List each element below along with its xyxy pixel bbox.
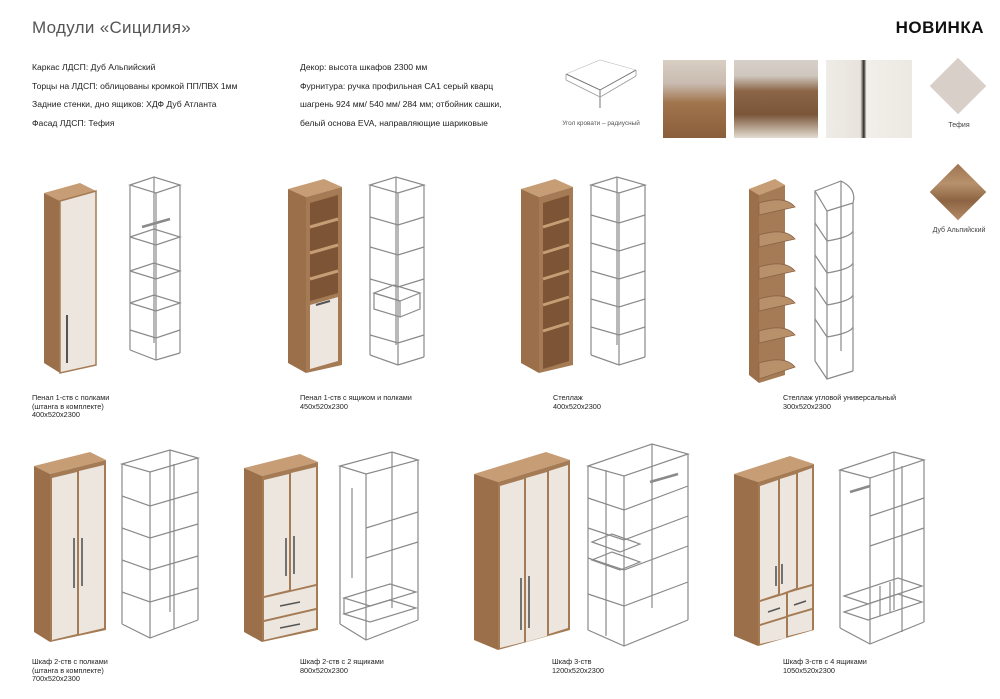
module-size: 400x520x2300 [553,401,601,411]
module-penal-shelves [30,175,210,385]
handle-photo [826,60,912,138]
module-wardrobe-3-drawers [730,446,930,656]
swatch-tefia [929,57,988,116]
module-size: 400x520x2300 [32,410,80,420]
spec-line: Торцы на ЛДСП: облицованы кромкой ПП/ПВХ… [32,80,238,91]
module-name: Пенал 1-ств с ящиком и полками [300,393,412,402]
specs-right: Декор: высота шкафов 2300 мм Фурнитура: … [300,58,515,132]
corner-caption: Угол кровати – радиусный [562,120,640,127]
spec-line: Задние стенки, дно ящиков: ХДФ Дуб Атлан… [32,99,217,109]
module-size: 1050x520x2300 [783,665,835,675]
module-caption: Пенал 1-ств с ящиком и полками 450x520x2… [300,393,412,411]
module-name: Стеллаж угловой универсальный [783,393,897,402]
module-caption: Стеллаж угловой универсальный 300x520x23… [783,393,897,411]
spec-line: Фасад ЛДСП: Тефия [32,117,115,128]
module-size: 700x520x2300 [32,674,80,684]
module-penal-drawer [280,175,460,385]
page-title: Модули «Сицилия» [32,18,191,37]
new-badge: НОВИНКА [895,18,984,37]
module-corner-shelving [745,175,875,395]
module-size: 1200x520x2300 [552,665,604,675]
wardrobe-2-drawers-render-icon [244,451,421,642]
module-name: Шкаф 2-ств с полками (штанга в комплекте… [32,657,108,675]
swatch-label: Тефия [948,122,970,129]
module-wardrobe-3 [470,438,700,658]
module-size: 450x520x2300 [300,401,348,411]
module-size: 800x520x2300 [300,665,348,675]
module-name: Стеллаж [553,393,583,402]
corner-shelving-render-icon [749,179,855,383]
wardrobe-3-render-icon [474,443,691,650]
shelving-render-icon [521,176,648,373]
radius-edge-photo [734,60,818,138]
module-caption: Шкаф 3-ств 1200x520x2300 [552,657,604,675]
module-caption: Шкаф 2-ств с 2 ящиками 800x520x2300 [300,657,384,675]
corner-diagram-icon [565,59,637,108]
module-name: Шкаф 3-ств с 4 ящиками [783,657,867,666]
module-wardrobe-2-shelves [30,448,210,653]
penal-render-icon [44,176,182,374]
swatch-oak-alpine [929,163,988,222]
module-size: 300x520x2300 [783,401,831,411]
module-name: Шкаф 2-ств с 2 ящиками [300,657,384,666]
module-caption: Шкаф 3-ств с 4 ящиками 1050x520x2300 [783,657,867,675]
bed-photo [663,60,726,138]
module-name: Шкаф 3-ств [552,657,592,666]
spec-line: Фурнитура: ручка профильная СА1 серый кв… [300,80,502,128]
spec-line: Декор: высота шкафов 2300 мм [300,62,428,72]
penal-drawer-render-icon [288,176,427,373]
wardrobe-2-render-icon [34,449,201,642]
swatch-label: Дуб Альпийский [932,227,986,234]
corner-radius-thumbnail: Угол кровати – радиусный [560,59,642,138]
module-name: Пенал 1-ств с полками (штанга в комплект… [32,393,110,411]
spec-line: Каркас ЛДСП: Дуб Альпийский [32,62,156,72]
module-wardrobe-2-drawers [240,448,430,653]
wardrobe-3-drawers-render-icon [734,451,927,646]
module-caption: Стеллаж 400x520x2300 [553,393,601,411]
module-caption: Шкаф 2-ств с полками (штанга в комплекте… [32,657,122,684]
module-shelving [515,175,665,385]
module-caption: Пенал 1-ств с полками (штанга в комплект… [32,393,122,420]
specs-left: Каркас ЛДСП: Дуб Альпийский Торцы на ЛДС… [32,58,282,132]
